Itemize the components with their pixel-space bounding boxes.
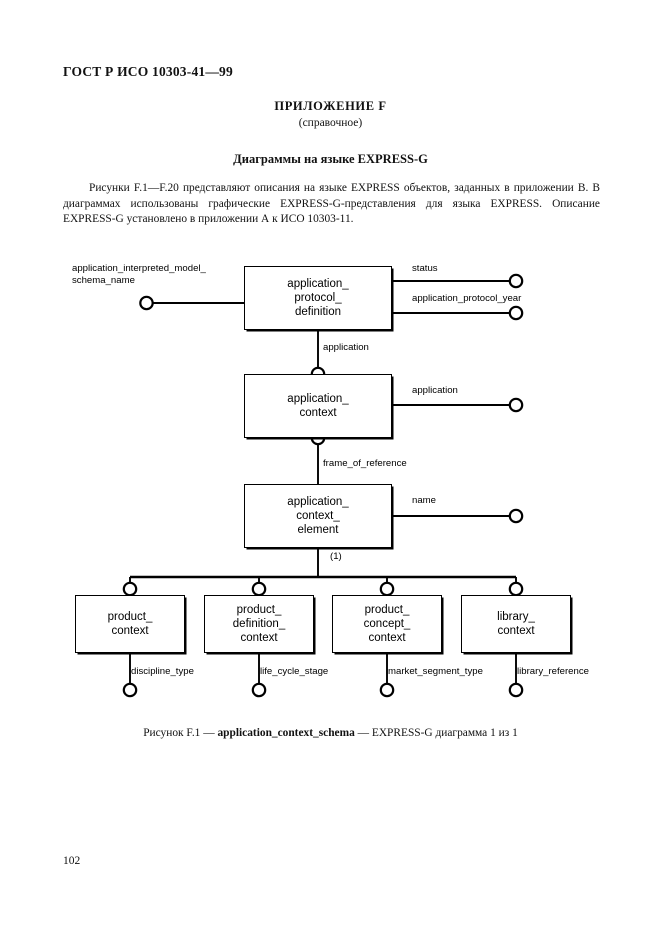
- circle-library-reference: [508, 682, 524, 698]
- entity-box-library_context: library_ context: [461, 595, 571, 653]
- circle-aim-schema-name: [139, 295, 154, 311]
- figure-caption-suffix: — EXPRESS-G диаграмма 1 из 1: [354, 727, 518, 739]
- circle-application-protocol-year: [508, 305, 524, 321]
- attribute-label-name: name: [412, 495, 436, 506]
- attribute-label-library_reference: library_reference: [517, 666, 589, 677]
- attribute-label-application_right: application: [412, 385, 458, 396]
- circle-subtype-3: [379, 581, 395, 597]
- entity-box-application_context_element: application_ context_ element: [244, 484, 392, 548]
- circle-status: [508, 273, 524, 289]
- circle-market-segment-type: [379, 682, 395, 698]
- circle-name-attr: [508, 508, 524, 524]
- circle-life-cycle-stage: [251, 682, 267, 698]
- circle-subtype-4: [508, 581, 524, 597]
- entity-box-product_concept_context: product_ concept_ context: [332, 595, 442, 653]
- standard-number: ГОСТ Р ИСО 10303-41—99: [63, 64, 233, 79]
- entity-label: application_ context_ element: [287, 496, 349, 536]
- entity-box-application_protocol_definition: application_ protocol_ definition: [244, 266, 392, 330]
- entity-box-product_definition_context: product_ definition_ context: [204, 595, 314, 653]
- entity-label: product_ context: [107, 611, 153, 637]
- circle-subtype-1: [122, 581, 138, 597]
- attribute-label-application_of_context: application: [323, 342, 369, 353]
- attribute-label-application_interpreted_model_schema_name: application_interpreted_model_ schema_na…: [72, 263, 206, 286]
- attribute-label-application_protocol_year: application_protocol_year: [412, 293, 522, 304]
- attribute-label-market_segment_type: market_segment_type: [388, 666, 483, 677]
- entity-box-application_context: application_ context: [244, 374, 392, 438]
- circle-application-attr: [508, 397, 524, 413]
- body-paragraph: Рисунки F.1—F.20 представляют описания н…: [63, 182, 600, 226]
- circle-discipline-type: [122, 682, 138, 698]
- page-number: 102: [63, 855, 81, 867]
- entity-label: application_ context: [287, 393, 349, 419]
- entity-box-product_context: product_ context: [75, 595, 185, 653]
- entity-label: product_ definition_ context: [232, 604, 286, 644]
- figure-caption-prefix: Рисунок F.1 —: [143, 727, 218, 739]
- attribute-label-frame_of_reference: frame_of_reference: [323, 458, 407, 469]
- figure-caption: Рисунок F.1 — application_context_schema…: [0, 727, 661, 739]
- attribute-label-life_cycle_stage: life_cycle_stage: [260, 666, 329, 677]
- figure-caption-schema-name: application_context_schema: [217, 727, 355, 739]
- supertype-count-label: (1): [330, 551, 342, 562]
- annex-subtitle: (справочное): [298, 117, 363, 129]
- section-title: Диаграммы на языке EXPRESS-G: [233, 152, 428, 166]
- entity-label: application_ protocol_ definition: [287, 278, 349, 318]
- entity-label: product_ concept_ context: [363, 604, 411, 644]
- annex-title: ПРИЛОЖЕНИЕ F: [274, 99, 387, 113]
- attribute-label-status: status: [412, 263, 438, 274]
- circle-subtype-2: [251, 581, 267, 597]
- attribute-label-discipline_type: discipline_type: [131, 666, 194, 677]
- entity-label: library_ context: [497, 611, 535, 637]
